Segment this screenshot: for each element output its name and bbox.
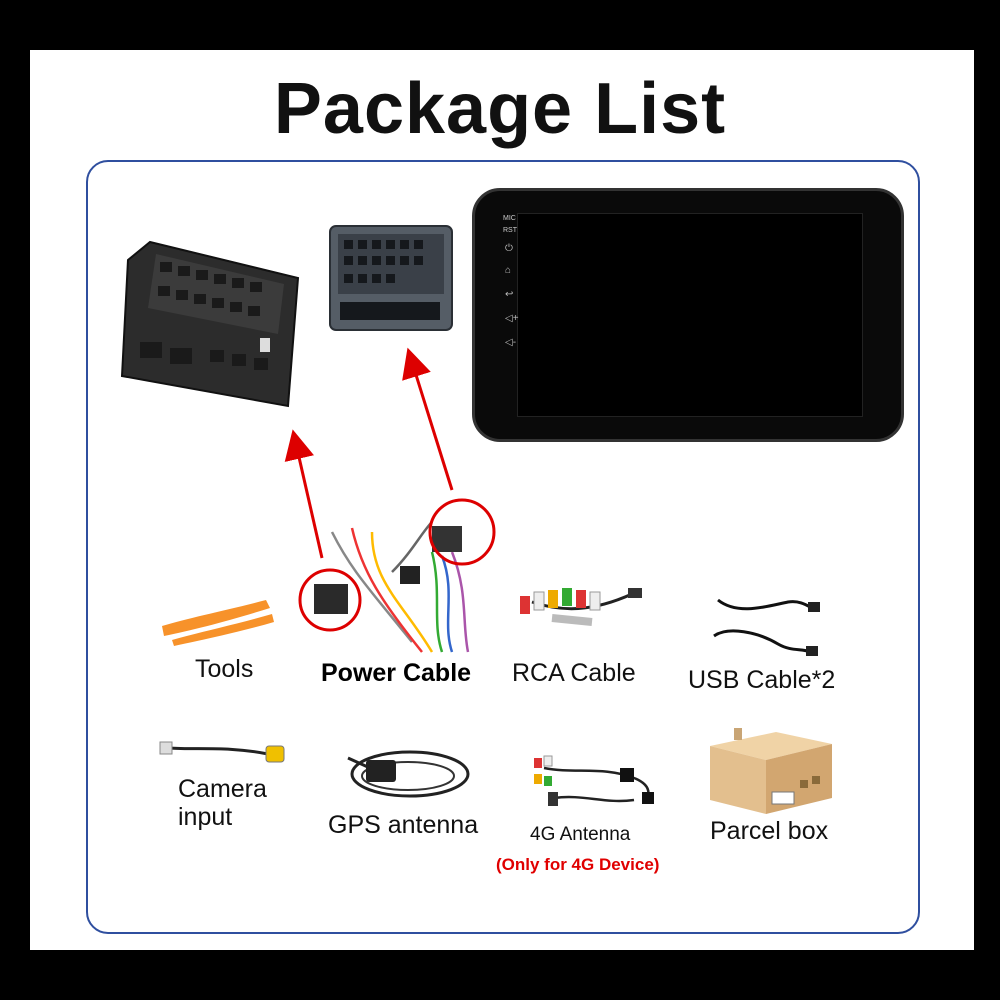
4g-antenna-label: 4G Antenna	[530, 824, 631, 845]
usb-cable-label: USB Cable*2	[688, 666, 836, 694]
4g-antenna-note: (Only for 4G Device)	[496, 855, 660, 874]
4g-antenna-image	[534, 755, 654, 806]
rca-cable-image	[520, 588, 642, 626]
volume-up-icon: ◁+	[505, 313, 519, 324]
power-icon: ⏻	[505, 243, 513, 254]
power-cable-label: Power Cable	[321, 659, 472, 687]
gps-antenna-label: GPS antenna	[328, 811, 479, 839]
camera-input-label-line1: Camera	[178, 775, 267, 803]
harness-connector-large	[120, 240, 300, 408]
rst-label: RST	[503, 227, 517, 234]
parcel-box-image	[710, 728, 832, 814]
tools-label: Tools	[195, 655, 254, 683]
tools-image	[162, 600, 274, 646]
camera-input-image	[159, 741, 285, 763]
harness-connector-small	[329, 225, 453, 331]
back-icon: ↩	[505, 289, 514, 300]
rca-cable-label: RCA Cable	[512, 659, 636, 687]
mic-label: MIC	[503, 215, 516, 222]
gps-antenna-image	[347, 750, 470, 798]
parcel-box-label: Parcel box	[710, 817, 829, 845]
home-icon: ⌂	[505, 265, 512, 276]
head-unit-display: MIC RST ⏻ ⌂ ↩ ◁+ ◁-	[472, 188, 904, 442]
camera-input-label-line2: input	[178, 803, 233, 831]
usb-cable-image	[713, 598, 820, 656]
display-screen	[517, 213, 863, 417]
volume-down-icon: ◁-	[505, 337, 517, 348]
page-title: Package List	[273, 69, 727, 149]
power-cable-image	[298, 498, 496, 653]
